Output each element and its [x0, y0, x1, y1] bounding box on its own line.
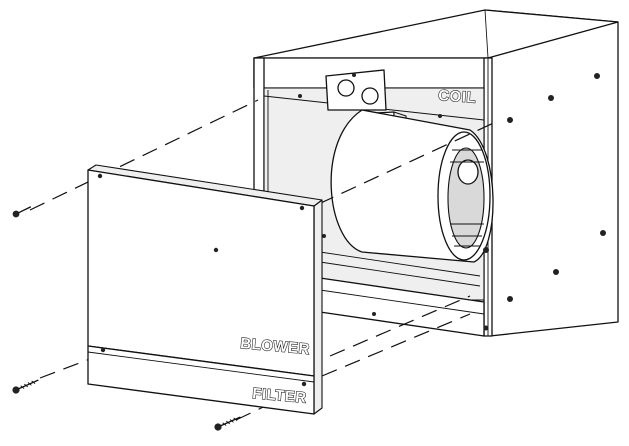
knockout-plate	[325, 69, 387, 111]
bolt-icon	[97, 173, 103, 179]
bolt-icon	[507, 117, 513, 123]
cabinet-right-panel	[483, 9, 619, 337]
screw-icon	[214, 416, 241, 431]
bolt-icon	[548, 95, 554, 101]
bolt-icon	[600, 230, 606, 236]
filter-label: FILTER	[252, 385, 308, 407]
access-panel	[87, 164, 323, 415]
bolt-icon	[299, 205, 305, 211]
bolt-icon	[322, 234, 326, 238]
bolt-icon	[553, 269, 559, 275]
filter-door	[87, 345, 315, 415]
bolt-icon	[100, 347, 106, 353]
bolt-icon	[372, 312, 376, 316]
screw-icon	[12, 206, 32, 218]
bolt-icon	[301, 381, 307, 387]
screw-icon	[12, 379, 39, 394]
blower-wheel	[330, 109, 494, 263]
coil-label: COIL	[438, 87, 477, 107]
bolt-icon	[594, 73, 600, 79]
cabinet-left-post	[253, 57, 265, 201]
loose-screws	[12, 206, 241, 431]
bolt-icon	[507, 296, 513, 302]
panel-edge	[313, 199, 323, 415]
bolt-icon	[483, 325, 489, 331]
bolt-icon	[213, 247, 219, 253]
